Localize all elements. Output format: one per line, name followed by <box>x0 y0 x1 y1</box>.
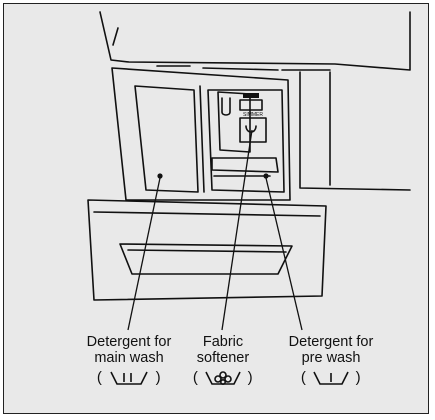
pre-wash-symbol: ( ) <box>266 368 396 388</box>
label-pre-wash-line2: pre wash <box>301 350 361 366</box>
softener-insert <box>217 91 251 153</box>
drawer-front <box>87 199 327 301</box>
main-wash-icon <box>110 371 148 385</box>
paren-close: ) <box>155 369 162 386</box>
pre-wash-icon <box>313 371 349 385</box>
label-main-wash-line1: Detergent for <box>86 334 172 350</box>
label-softener: Fabric softener ( ) <box>178 334 268 388</box>
pre-wash-step <box>211 157 279 173</box>
housing-right <box>299 71 411 191</box>
softener-tube <box>245 125 257 133</box>
label-pre-wash: Detergent for pre wash ( ) <box>266 334 396 388</box>
label-softener-line1: Fabric <box>202 334 244 350</box>
paren-close: ) <box>247 369 254 386</box>
divider-wall <box>199 85 205 193</box>
leader-softener <box>221 129 253 331</box>
softener-top <box>239 99 263 111</box>
label-pre-wash-line1: Detergent for <box>288 334 374 350</box>
softener-siphon <box>221 97 231 116</box>
softener-flower-icon <box>205 371 241 386</box>
label-main-wash: Detergent for main wash ( ) <box>59 334 199 388</box>
drawer-front-top <box>93 211 321 217</box>
main-wash-dot <box>157 173 163 179</box>
main-wash-symbol: ( ) <box>59 368 199 388</box>
leader-main-wash <box>127 177 161 331</box>
pre-wash-compartment <box>207 89 285 193</box>
main-wash-compartment <box>111 67 291 201</box>
paren-open: ( <box>96 369 103 386</box>
label-main-wash-line2: main wash <box>94 350 164 366</box>
softener-cap <box>239 117 267 143</box>
machine-top-inner-3 <box>202 67 331 71</box>
cap-text: SIMMER <box>243 112 263 118</box>
max-mark-block <box>243 93 259 98</box>
paren-close: ) <box>355 369 362 386</box>
paren-open: ( <box>300 369 307 386</box>
pre-wash-dot <box>263 173 269 179</box>
label-softener-line2: softener <box>196 350 250 366</box>
main-wash-inner-wall <box>134 85 199 193</box>
diagram-frame <box>3 3 429 414</box>
paren-open: ( <box>192 369 199 386</box>
machine-top-outline <box>99 11 411 71</box>
softener-symbol: ( ) <box>178 368 268 388</box>
leader-pre-wash <box>265 177 303 331</box>
machine-top-inner <box>112 27 119 46</box>
drawer-handle-inner <box>127 249 287 253</box>
